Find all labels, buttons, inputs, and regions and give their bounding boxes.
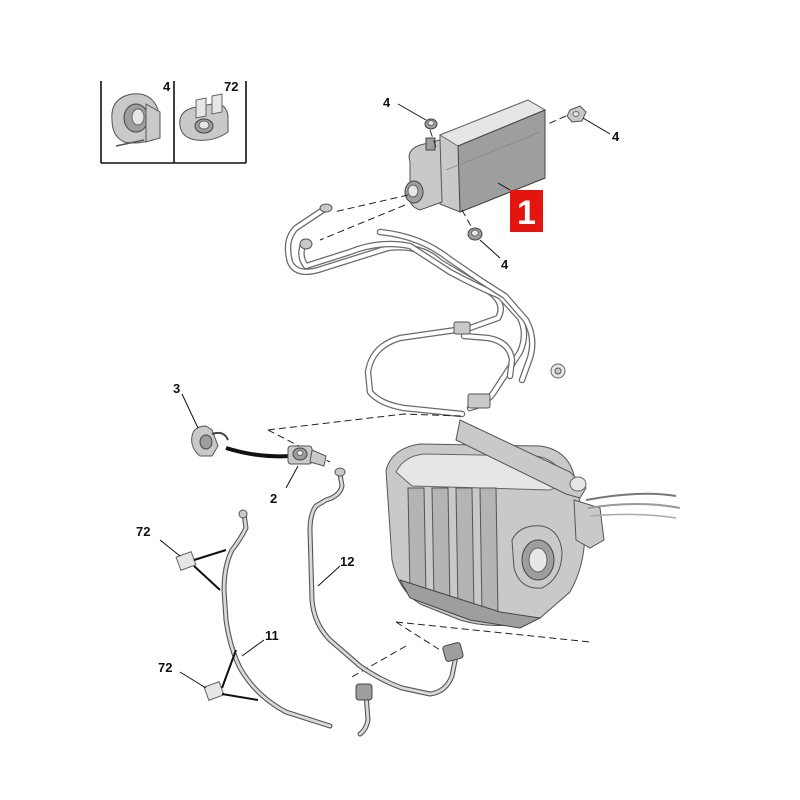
- part-2-valve-icon: [287, 445, 327, 467]
- inset-clip-4-icon: [111, 93, 161, 147]
- part-3-clip-icon: [191, 425, 229, 457]
- inset-label-72: 72: [224, 79, 238, 94]
- clip-72-lower-icon: [203, 681, 225, 701]
- nut-bottom-icon: [467, 227, 483, 241]
- charcoal-canister: [404, 99, 547, 213]
- inset-panel: 4 72: [100, 79, 247, 164]
- intake-manifold: [385, 419, 681, 629]
- label-part-11: 11: [265, 628, 279, 643]
- inset-label-4: 4: [163, 79, 171, 94]
- nut-top-left-icon: [424, 118, 438, 130]
- label-nut-top-right: 4: [612, 129, 620, 144]
- label-nut-bottom: 4: [501, 257, 509, 272]
- label-nut-top-left: 4: [383, 95, 391, 110]
- part-1-badge: 1: [510, 190, 543, 232]
- label-part-2: 2: [270, 491, 277, 506]
- label-part-3: 3: [173, 381, 180, 396]
- hose-12: [307, 467, 464, 697]
- label-clip-lower: 72: [158, 660, 172, 675]
- rigid-tube-assembly: [284, 203, 566, 418]
- label-part-12: 12: [340, 554, 354, 569]
- hose-11: [221, 509, 373, 737]
- nut-top-right-icon: [566, 105, 587, 123]
- label-canister: 1: [517, 194, 536, 232]
- inset-clip-72-icon: [179, 93, 229, 141]
- label-clip-upper: 72: [136, 524, 150, 539]
- clip-72-upper-icon: [175, 551, 197, 571]
